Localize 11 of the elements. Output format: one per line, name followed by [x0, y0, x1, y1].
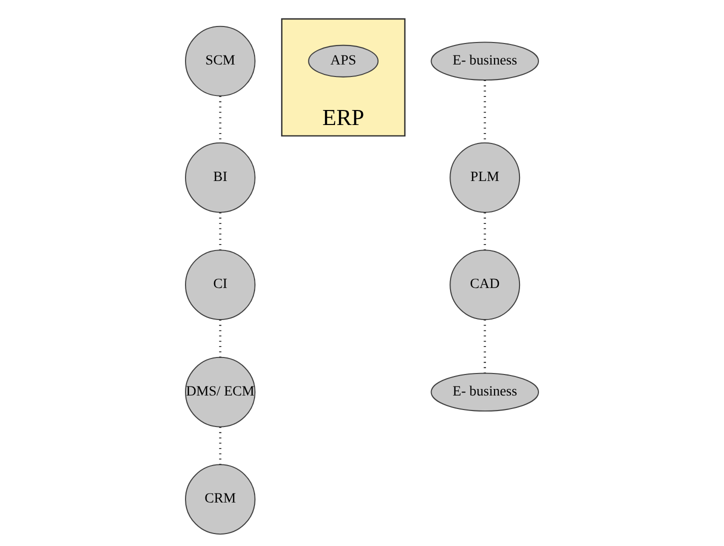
node-circle: BI — [184, 142, 256, 213]
connector — [219, 320, 222, 358]
node-ellipse: APS — [308, 44, 379, 78]
node-circle: PLM — [450, 142, 520, 213]
node-circle: SCM — [184, 26, 256, 96]
node-ellipse: E- business — [430, 42, 540, 81]
node-ellipse: E- business — [430, 372, 540, 412]
node-circle: CAD — [450, 250, 520, 320]
node-circle: CRM — [184, 464, 256, 535]
node-circle: DMS/ ECM — [184, 356, 256, 428]
node-circle: CI — [184, 250, 256, 320]
